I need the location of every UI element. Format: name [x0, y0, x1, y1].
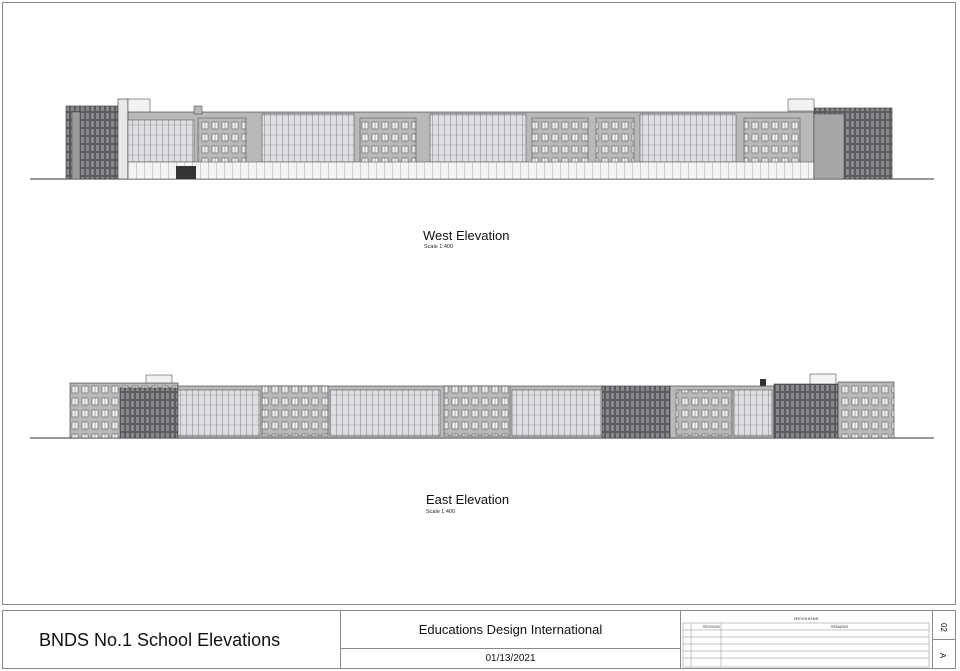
sheet-number: 02 — [938, 623, 948, 632]
revision-column-header: REVISION — [703, 625, 720, 629]
project-title-cell: BNDS No.1 School Elevations — [3, 611, 341, 668]
west-elevation-scale: Scale 1:400 — [424, 244, 453, 250]
east-elevation-scale: Scale 1:400 — [426, 509, 455, 515]
east-right-wing — [773, 383, 839, 439]
title-block: BNDS No.1 School Elevations Educations D… — [2, 610, 956, 669]
revisions-table-grid — [682, 622, 930, 668]
firm-cell: Educations Design International 01/13/20… — [341, 611, 681, 668]
elevation-drawings: West Elevation Scale 1:400 East Elevatio… — [30, 98, 934, 515]
revisions-cell: REVISIONS REVISION REMARKS — [681, 611, 933, 668]
project-title: BNDS No.1 School Elevations — [39, 630, 281, 650]
east-elevation-title: East Elevation — [426, 492, 509, 507]
revisions-header: REVISIONS — [794, 616, 819, 621]
firm-name: Educations Design International — [418, 622, 603, 637]
issue-date: 01/13/2021 — [485, 653, 536, 664]
sheet-border — [2, 2, 956, 605]
east-elevation — [30, 373, 934, 439]
west-elevation-title: West Elevation — [423, 228, 509, 243]
sheet-number-cell: 02 A — [933, 611, 955, 668]
west-elevation — [30, 98, 934, 180]
revision-letter: A — [938, 652, 948, 659]
remarks-column-header: REMARKS — [831, 625, 849, 629]
date-row: 01/13/2021 — [341, 648, 680, 669]
